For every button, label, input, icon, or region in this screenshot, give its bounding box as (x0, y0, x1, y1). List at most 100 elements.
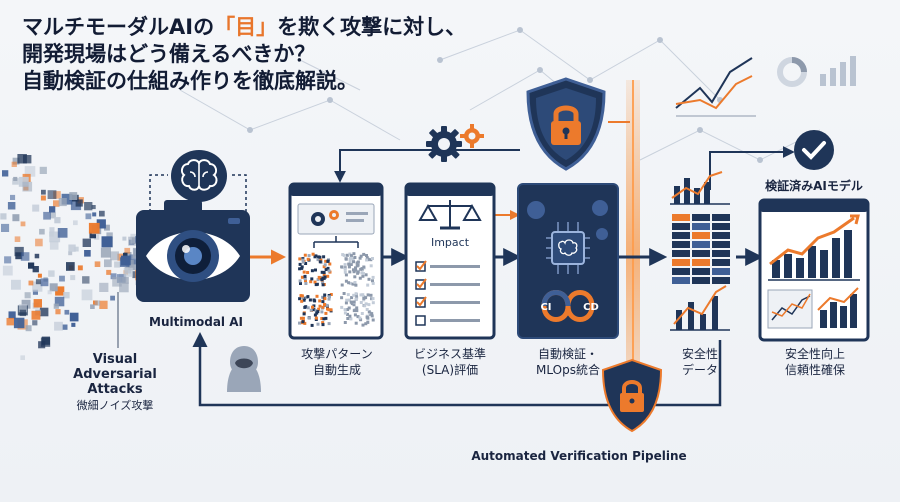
noise-pixel (28, 280, 34, 286)
noise-pixel (63, 292, 70, 299)
noise-tile-pixel (299, 316, 303, 320)
noise-tile-pixel (355, 309, 359, 313)
noise-tile-pixel (344, 301, 348, 305)
noise-pixel (47, 290, 52, 295)
noise-pixel (37, 273, 42, 278)
line-chart-icon (675, 57, 756, 117)
improve-label-line-2: 信頼性確保 (784, 363, 845, 377)
noise-pixel (94, 234, 100, 240)
noise-pixel (69, 192, 78, 200)
attack-label-sub: 微細ノイズ攻撃 (76, 399, 154, 412)
noise-tile-pixel (321, 321, 325, 325)
noise-tile-pixel (356, 315, 360, 319)
noise-tile-pixel (310, 269, 314, 273)
headline-accent: 「目」 (214, 15, 278, 39)
shield-lock-icon (526, 77, 606, 171)
noise-tile-pixel (324, 268, 328, 271)
noise-tile-pixel (300, 275, 304, 279)
noise-tile-pixel (352, 293, 356, 297)
noise-pixel (47, 190, 57, 199)
noise-tile-pixel (359, 318, 363, 322)
cd-label: CD (583, 302, 599, 313)
noise-tile-pixel (366, 320, 370, 324)
noise-pixel (81, 289, 93, 301)
noise-pixel (104, 224, 110, 231)
noise-tile-pixel (348, 260, 352, 264)
data-grid-cell (712, 241, 730, 248)
noise-tile-pixel (301, 316, 305, 320)
noise-tile-pixel (364, 322, 368, 326)
data-grid-cell (672, 232, 690, 239)
noise-pixel (75, 199, 83, 207)
noise-tile-pixel (364, 302, 368, 306)
noise-pixel (19, 309, 26, 317)
data-grid-cell (672, 259, 690, 266)
noise-tile-pixel (349, 263, 353, 266)
noise-tile-pixel (303, 277, 307, 281)
safety-label-line-2: データ (681, 363, 718, 377)
noise-pixel (2, 170, 9, 177)
noise-tile-pixel (356, 260, 360, 264)
noise-pixel (31, 310, 41, 320)
noise-tile-pixel (300, 266, 304, 270)
data-grid-cell (672, 223, 690, 230)
noise-tile-pixel (361, 323, 365, 327)
noise-pixel (54, 321, 63, 331)
noise-tile-pixel (318, 255, 322, 259)
noise-pixel (112, 277, 122, 287)
noise-pixel (82, 276, 90, 284)
data-grid-cell (692, 277, 710, 284)
noise-tile-pixel (358, 316, 362, 320)
headline-line-1: マルチモーダルAIの「目」を欺く攻撃に対し、 (22, 14, 492, 41)
pattern-label-line-2: 自動生成 (312, 363, 361, 377)
hacker-icon (227, 346, 261, 392)
noise-tile-pixel (365, 308, 369, 311)
noise-tile-pixel (359, 254, 363, 258)
noise-tile-pixel (322, 317, 326, 321)
noise-tile-pixel (320, 278, 324, 282)
noise-tile-pixel (301, 296, 305, 300)
noise-tile-pixel (313, 313, 317, 317)
noise-pixel (73, 246, 79, 252)
noise-tile-pixel (354, 321, 358, 325)
noise-tile-pixel (303, 296, 307, 300)
noise-tile-pixel (354, 292, 358, 296)
noise-tile-pixel (313, 255, 317, 259)
noise-pixel (70, 275, 76, 281)
noise-tile-pixel (343, 267, 347, 271)
noise-pixel (32, 320, 38, 326)
noise-pixel (32, 204, 40, 212)
noise-tile-pixel (316, 258, 320, 262)
noise-pixel (48, 270, 55, 277)
checklist-icon (415, 260, 480, 326)
noise-tile-pixel (343, 321, 347, 324)
noise-pixels (0, 154, 149, 360)
scales-icon (418, 200, 482, 230)
noise-tile-pixel (325, 303, 329, 307)
noise-tile-pixel (306, 306, 310, 310)
noise-pixel (89, 231, 96, 239)
noise-tile-pixel (371, 257, 374, 260)
noise-tile-pixel (351, 282, 355, 286)
noise-pixel (84, 202, 93, 211)
noise-tile-pixel (371, 279, 374, 283)
noise-tile-pixel (320, 317, 324, 320)
multimodal-ai-label: Multimodal AI (149, 315, 243, 329)
noise-pixel (69, 312, 79, 322)
noise-tile-pixel (300, 299, 304, 303)
data-grid-cell (692, 241, 710, 248)
noise-pixel (88, 222, 100, 234)
noise-tile-pixel (355, 264, 359, 268)
noise-tile-pixel (359, 293, 363, 297)
noise-pixel (96, 219, 106, 229)
noise-tile-pixel (347, 262, 351, 266)
noise-pixel (39, 166, 47, 174)
noise-tile-pixel (324, 311, 328, 315)
noise-pixel (28, 262, 35, 269)
flow-arrows (117, 121, 795, 407)
noise-pixel (54, 217, 61, 224)
noise-tile-pixel (302, 312, 306, 316)
noise-tile-pixel (303, 253, 307, 257)
noise-tile-pixel (320, 270, 324, 274)
noise-tile-pixel (358, 276, 362, 280)
